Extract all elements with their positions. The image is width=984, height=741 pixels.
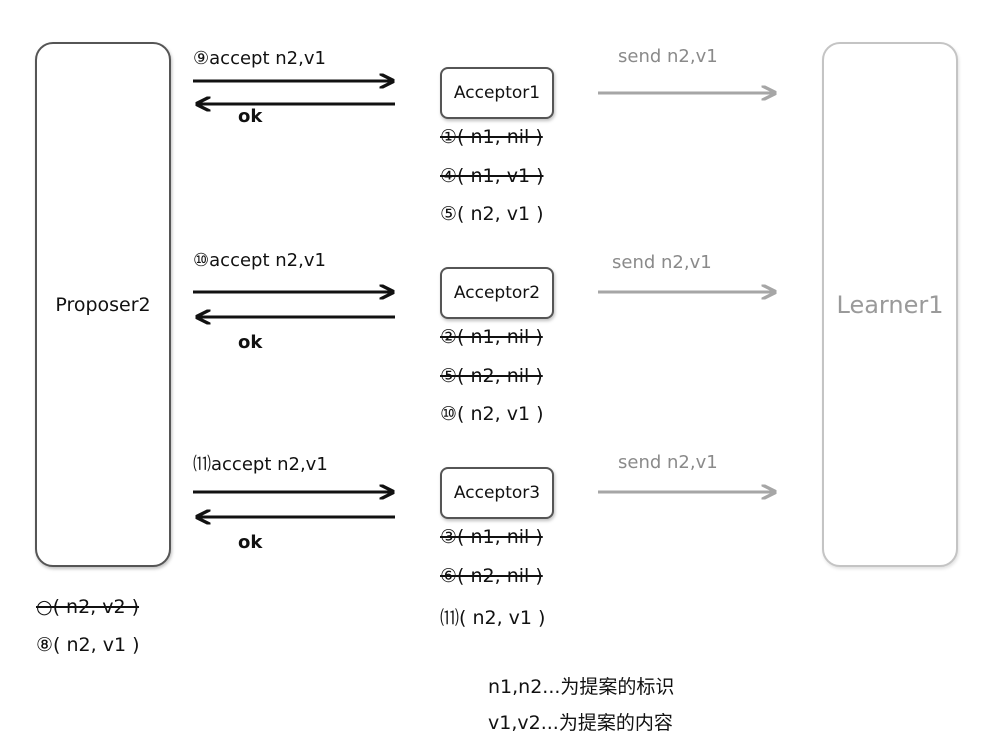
acceptor2-entry-1: ②( n1, nil ) [440, 326, 543, 348]
acceptor-label-3: Acceptor3 [453, 483, 541, 503]
proposer-entry-1: ○( n2, v2 ) [36, 596, 140, 618]
acceptor1-entry-1: ①( n1, nil ) [440, 126, 543, 148]
accept-label-1: ⑨accept n2,v1 [193, 48, 326, 69]
acceptor1-entry-3: ⑤( n2, v1 ) [440, 203, 544, 225]
proposer-box: Proposer2 [35, 42, 171, 567]
learner-label: Learner1 [836, 290, 944, 319]
acceptor-box-2: Acceptor2 [440, 267, 554, 319]
acceptor-box-3: Acceptor3 [440, 467, 554, 519]
acceptor1-entry-2: ④( n1, v1 ) [440, 165, 544, 187]
acceptor3-entry-3: ⑾( n2, v1 ) [440, 607, 546, 629]
ok-label-1: ok [238, 106, 263, 127]
acceptor-box-1: Acceptor1 [440, 67, 554, 119]
accept-label-3: ⑾accept n2,v1 [193, 454, 328, 475]
proposer-entry-2: ⑧( n2, v1 ) [36, 634, 140, 656]
send-label-3: send n2,v1 [618, 452, 718, 473]
acceptor-label-1: Acceptor1 [453, 83, 541, 103]
acceptor-label-2: Acceptor2 [453, 283, 541, 303]
acceptor2-entry-3: ⑩( n2, v1 ) [440, 403, 544, 425]
send-label-1: send n2,v1 [618, 46, 718, 67]
note-identifier: n1,n2...为提案的标识 [488, 676, 675, 698]
proposer-label: Proposer2 [55, 293, 151, 316]
ok-label-2: ok [238, 332, 263, 353]
acceptor3-entry-2: ⑥( n2, nil ) [440, 565, 543, 587]
learner-box: Learner1 [822, 42, 958, 567]
accept-label-2: ⑩accept n2,v1 [193, 250, 326, 271]
acceptor3-entry-1: ③( n1, nil ) [440, 526, 543, 548]
note-content: v1,v2...为提案的内容 [488, 712, 673, 734]
send-label-2: send n2,v1 [612, 252, 712, 273]
acceptor2-entry-2: ⑤( n2, nil ) [440, 365, 543, 387]
ok-label-3: ok [238, 532, 263, 553]
